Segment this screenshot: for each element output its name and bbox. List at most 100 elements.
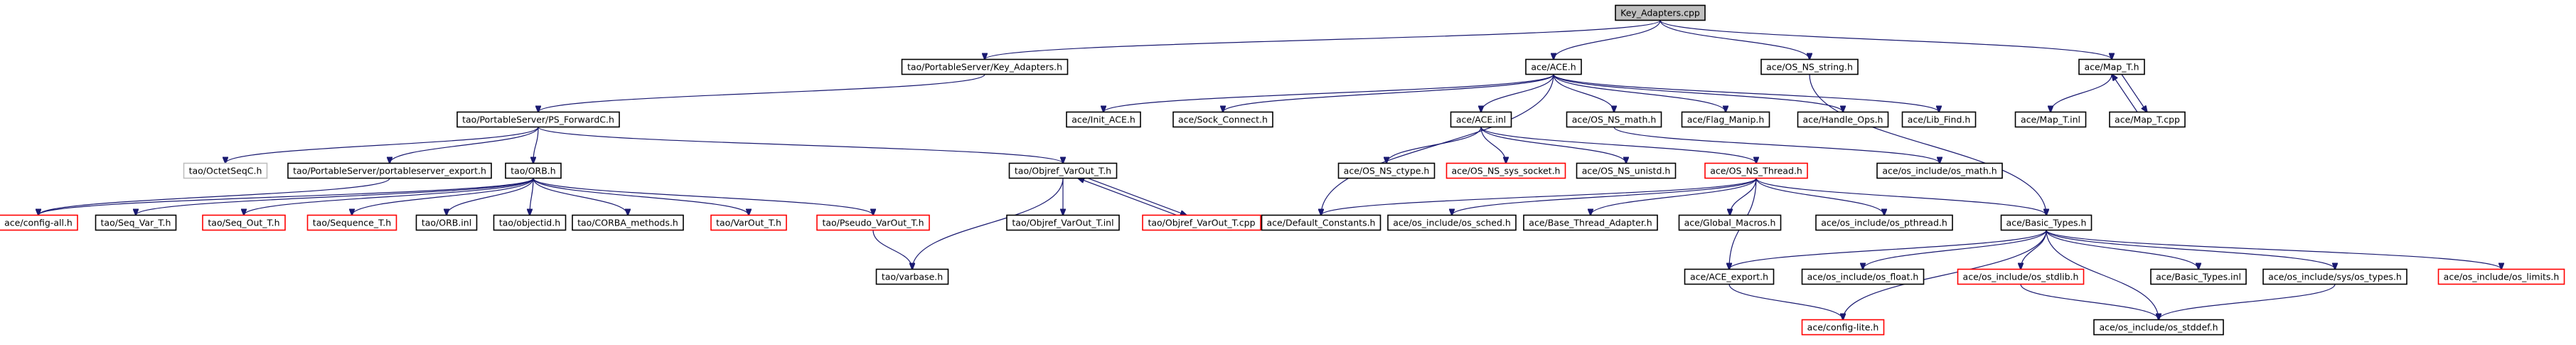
graph-node-pseudo-varout-t-h[interactable]: tao/Pseudo_VarOut_T.h (816, 214, 930, 231)
node-box[interactable] (505, 162, 562, 179)
node-box[interactable] (816, 214, 930, 231)
graph-node-orb-inl[interactable]: tao/ORB.inl (415, 214, 478, 231)
node-box[interactable] (1957, 268, 2085, 285)
graph-node-seq-var-t-h[interactable]: tao/Seq_Var_T.h (95, 214, 177, 231)
graph-node-os-include-os-stddef-h[interactable]: ace/os_include/os_stddef.h (2093, 319, 2224, 336)
graph-node-os-ns-thread-h[interactable]: ace/OS_NS_Thread.h (1704, 162, 1808, 179)
node-box[interactable] (1566, 111, 1662, 128)
node-box[interactable] (287, 162, 492, 179)
graph-node-global-macros-h[interactable]: ace/Global_Macros.h (1678, 214, 1782, 231)
graph-node-os-ns-ctype-h[interactable]: ace/OS_NS_ctype.h (1337, 162, 1436, 179)
node-box[interactable] (572, 214, 684, 231)
graph-node-os-include-os-limits-h[interactable]: ace/os_include/os_limits.h (2437, 268, 2565, 285)
node-box[interactable] (1450, 111, 1512, 128)
graph-node-ps-forwardc-h[interactable]: tao/PortableServer/PS_ForwardC.h (456, 111, 620, 128)
node-box[interactable] (2109, 111, 2186, 128)
node-box[interactable] (1760, 58, 1859, 75)
node-box[interactable] (1615, 4, 1706, 21)
node-box[interactable] (1678, 214, 1782, 231)
node-box[interactable] (0, 214, 78, 231)
node-box[interactable] (306, 214, 397, 231)
node-box[interactable] (415, 214, 478, 231)
node-box[interactable] (1815, 214, 1953, 231)
graph-node-config-lite-h[interactable]: ace/config-lite.h (1801, 319, 1885, 336)
graph-node-os-include-sys-os-types-h[interactable]: ace/os_include/sys/os_types.h (2262, 268, 2407, 285)
node-box[interactable] (901, 58, 1069, 75)
node-box[interactable] (1066, 111, 1141, 128)
node-box[interactable] (1797, 111, 1889, 128)
graph-node-init-ace-h[interactable]: ace/Init_ACE.h (1066, 111, 1141, 128)
node-box[interactable] (710, 214, 787, 231)
node-box[interactable] (183, 162, 268, 179)
graph-node-key-adapters-cpp[interactable]: Key_Adapters.cpp (1615, 4, 1706, 21)
graph-node-map-t-h[interactable]: ace/Map_T.h (2078, 58, 2145, 75)
graph-node-os-ns-sys-socket-h[interactable]: ace/OS_NS_sys_socket.h (1445, 162, 1566, 179)
graph-node-map-t-cpp[interactable]: ace/Map_T.cpp (2109, 111, 2186, 128)
graph-node-seq-out-t-h[interactable]: tao/Seq_Out_T.h (202, 214, 286, 231)
node-box[interactable] (95, 214, 177, 231)
node-box[interactable] (875, 268, 949, 285)
graph-node-os-include-os-stdlib-h[interactable]: ace/os_include/os_stdlib.h (1957, 268, 2085, 285)
node-box[interactable] (2437, 268, 2565, 285)
graph-node-sequence-t-h[interactable]: tao/Sequence_T.h (306, 214, 397, 231)
graph-node-ps-export-h[interactable]: tao/PortableServer/portableserver_export… (287, 162, 492, 179)
graph-node-objectid-h[interactable]: tao/objectid.h (493, 214, 567, 231)
graph-node-basic-types-h[interactable]: ace/Basic_Types.h (2000, 214, 2093, 231)
node-box[interactable] (1523, 214, 1658, 231)
graph-node-flag-manip-h[interactable]: ace/Flag_Manip.h (1681, 111, 1770, 128)
node-box[interactable] (1387, 214, 1517, 231)
node-box[interactable] (1801, 268, 1925, 285)
graph-node-tao-ps-key-adapters-h[interactable]: tao/PortableServer/Key_Adapters.h (901, 58, 1069, 75)
node-box[interactable] (2000, 214, 2093, 231)
graph-node-os-ns-string-h[interactable]: ace/OS_NS_string.h (1760, 58, 1859, 75)
graph-node-config-all-h[interactable]: ace/config-all.h (0, 214, 78, 231)
node-box[interactable] (1876, 162, 2003, 179)
node-box[interactable] (493, 214, 567, 231)
graph-node-os-include-os-pthread-h[interactable]: ace/os_include/os_pthread.h (1815, 214, 1953, 231)
node-box[interactable] (1261, 214, 1381, 231)
graph-node-ace-inl[interactable]: ace/ACE.inl (1450, 111, 1512, 128)
node-box[interactable] (1576, 162, 1677, 179)
node-box[interactable] (1006, 214, 1120, 231)
graph-node-orb-h[interactable]: tao/ORB.h (505, 162, 562, 179)
graph-node-corba-methods-h[interactable]: tao/CORBA_methods.h (572, 214, 684, 231)
graph-node-varbase-h[interactable]: tao/varbase.h (875, 268, 949, 285)
graph-node-handle-ops-h[interactable]: ace/Handle_Ops.h (1797, 111, 1889, 128)
graph-node-lib-find-h[interactable]: ace/Lib_Find.h (1901, 111, 1977, 128)
node-box[interactable] (202, 214, 286, 231)
node-box[interactable] (1337, 162, 1436, 179)
graph-node-os-ns-math-h[interactable]: ace/OS_NS_math.h (1566, 111, 1662, 128)
node-box[interactable] (2150, 268, 2247, 285)
graph-node-ace-h[interactable]: ace/ACE.h (1525, 58, 1582, 75)
graph-node-os-ns-unistd-h[interactable]: ace/OS_NS_unistd.h (1576, 162, 1677, 179)
graph-node-map-t-inl[interactable]: ace/Map_T.inl (2014, 111, 2087, 128)
graph-node-basic-types-inl[interactable]: ace/Basic_Types.inl (2150, 268, 2247, 285)
graph-node-ace-export-h[interactable]: ace/ACE_export.h (1684, 268, 1775, 285)
graph-node-os-include-os-float-h[interactable]: ace/os_include/os_float.h (1801, 268, 1925, 285)
graph-node-sock-connect-h[interactable]: ace/Sock_Connect.h (1172, 111, 1273, 128)
node-box[interactable] (1445, 162, 1566, 179)
graph-node-default-constants-h[interactable]: ace/Default_Constants.h (1261, 214, 1381, 231)
graph-node-objref-varout-t-h[interactable]: tao/Objref_VarOut_T.h (1008, 162, 1118, 179)
node-box[interactable] (1172, 111, 1273, 128)
node-box[interactable] (456, 111, 620, 128)
node-box[interactable] (2093, 319, 2224, 336)
graph-node-os-include-os-sched-h[interactable]: ace/os_include/os_sched.h (1387, 214, 1517, 231)
graph-node-octetseqc-h[interactable]: tao/OctetSeqC.h (183, 162, 268, 179)
graph-node-objref-varout-t-cpp[interactable]: tao/Objref_VarOut_T.cpp (1142, 214, 1261, 231)
node-box[interactable] (1681, 111, 1770, 128)
node-box[interactable] (1142, 214, 1261, 231)
node-box[interactable] (1525, 58, 1582, 75)
graph-node-base-thread-adapter-h[interactable]: ace/Base_Thread_Adapter.h (1523, 214, 1658, 231)
node-box[interactable] (2262, 268, 2407, 285)
node-box[interactable] (1901, 111, 1977, 128)
graph-node-varout-t-h[interactable]: tao/VarOut_T.h (710, 214, 787, 231)
node-box[interactable] (1008, 162, 1118, 179)
node-box[interactable] (2078, 58, 2145, 75)
node-box[interactable] (1704, 162, 1808, 179)
node-box[interactable] (1684, 268, 1775, 285)
node-box[interactable] (2014, 111, 2087, 128)
graph-node-objref-varout-t-inl[interactable]: tao/Objref_VarOut_T.inl (1006, 214, 1120, 231)
node-box[interactable] (1801, 319, 1885, 336)
graph-node-os-include-os-math-h[interactable]: ace/os_include/os_math.h (1876, 162, 2003, 179)
